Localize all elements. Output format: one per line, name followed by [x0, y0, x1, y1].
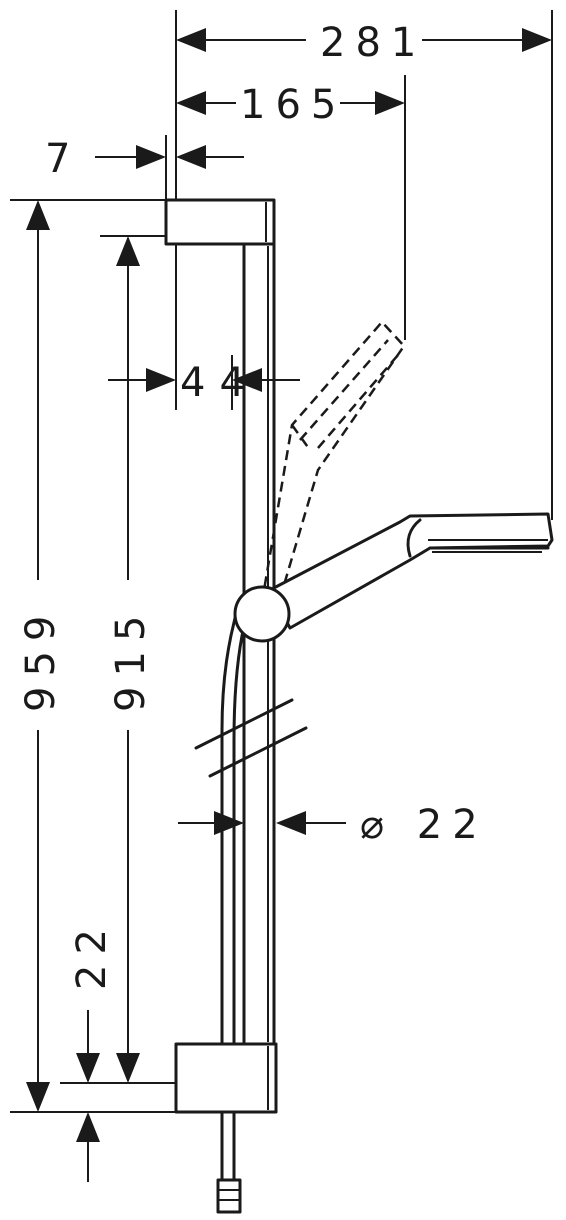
- dimension-22-bottom-label: 22: [69, 919, 115, 990]
- dimension-165-label: 165: [240, 82, 346, 128]
- dimension-44: 44: [108, 360, 300, 406]
- dimension-959-label: 959: [18, 606, 64, 712]
- dimension-281: 281: [176, 18, 552, 66]
- dimension-44-label: 44: [180, 360, 259, 406]
- dimension-7: 7: [45, 136, 244, 182]
- dimension-7-label: 7: [45, 136, 80, 182]
- hand-shower: [268, 512, 554, 630]
- dimension-959: 959: [18, 200, 64, 1112]
- dimension-22-diameter: ⌀ 22: [178, 802, 488, 848]
- slider-knob: [233, 585, 291, 643]
- lower-wall-bracket: [174, 1042, 278, 1114]
- dimension-915-label: 915: [108, 606, 154, 712]
- dimension-22-bottom: 22: [69, 919, 115, 1182]
- hand-shower-tilted-position: [260, 320, 406, 613]
- hose-nut: [216, 1178, 242, 1214]
- extension-lines: [10, 10, 553, 1113]
- dimension-165: 165: [176, 82, 405, 128]
- dimension-22-diameter-label: ⌀ 22: [360, 802, 488, 848]
- break-marks: [194, 698, 308, 778]
- dimension-281-label: 281: [320, 20, 426, 66]
- upper-wall-bracket: [164, 198, 276, 246]
- dimension-915: 915: [108, 236, 154, 1083]
